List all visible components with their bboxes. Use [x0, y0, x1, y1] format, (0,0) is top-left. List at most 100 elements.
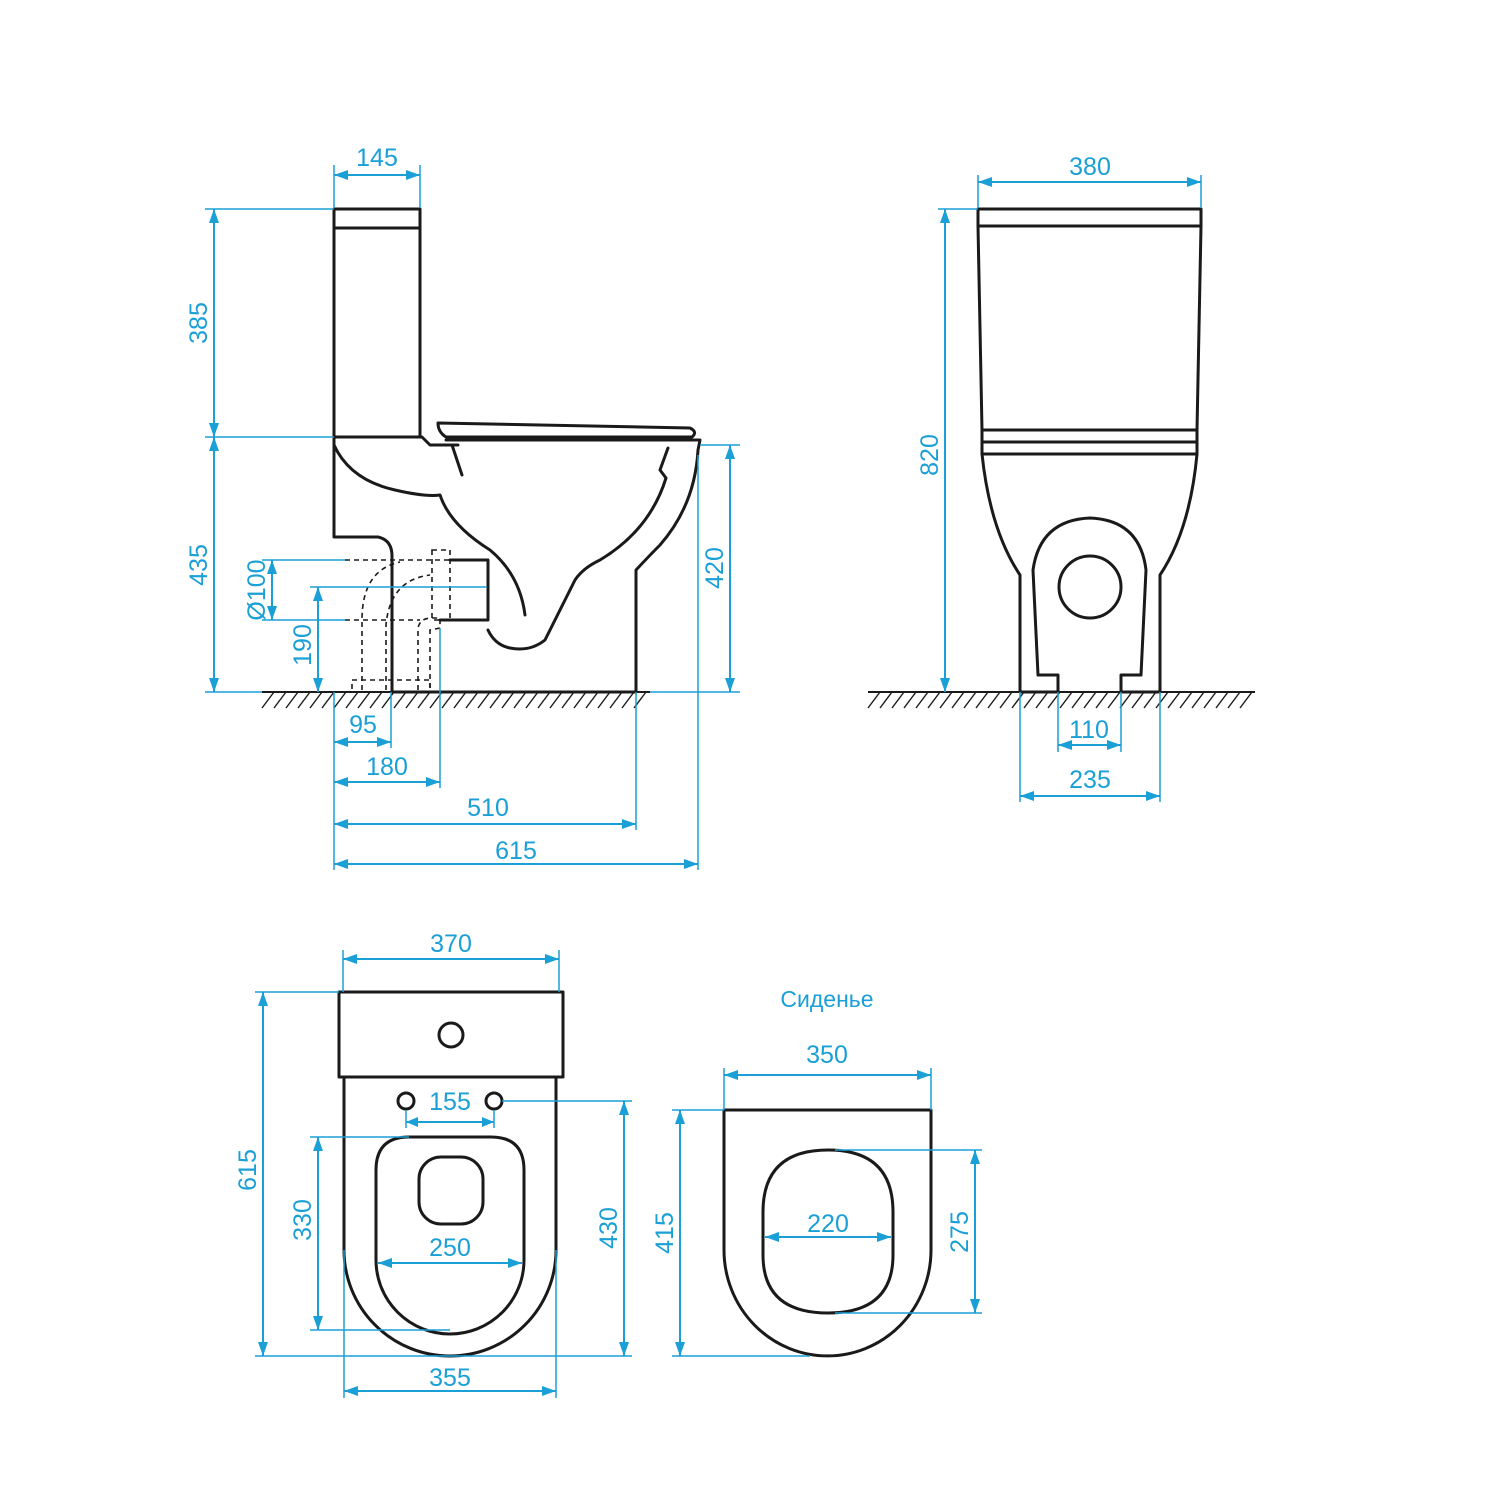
- dim-label: 190: [289, 624, 317, 666]
- dim-bowl-height: 435: [185, 437, 262, 693]
- dim-front-foot-gap: 110: [1057, 692, 1122, 752]
- dim-label: 180: [366, 753, 408, 781]
- hidden-line: [385, 574, 431, 690]
- hatch-line: [1059, 691, 1073, 709]
- bowl-trapway: [486, 446, 670, 651]
- dim-label: 95: [349, 711, 377, 739]
- hatch-line: [441, 691, 455, 709]
- hidden-line: [361, 561, 401, 690]
- dim-label: 235: [1069, 766, 1111, 794]
- hatch-line: [597, 691, 611, 709]
- dim-seat-inner-width: 220: [765, 1210, 891, 1242]
- hatch-line: [309, 691, 323, 709]
- dim-label: 615: [234, 1149, 262, 1191]
- dim-outlet-offset-near: 95: [333, 692, 392, 870]
- hatch-line: [1071, 691, 1085, 709]
- dim-label: 420: [701, 547, 729, 589]
- hatch-line: [513, 691, 527, 709]
- hatch-line: [549, 691, 563, 709]
- front-seat-edge: [980, 428, 1199, 444]
- hatch-line: [939, 691, 953, 709]
- dim-top-total-depth: 615: [234, 991, 450, 1357]
- seat-hole-left: [396, 1091, 416, 1111]
- hatch-line: [927, 691, 941, 709]
- hatch-line: [609, 691, 623, 709]
- dim-label: 435: [185, 544, 213, 586]
- hatch-line: [879, 691, 893, 709]
- tank-base: [332, 435, 460, 447]
- dim-label: 820: [916, 434, 944, 476]
- hatch-line: [891, 691, 905, 709]
- dim-bowl-opening-length: 330: [289, 1136, 450, 1331]
- hatch-line: [573, 691, 587, 709]
- dim-label: 370: [430, 930, 472, 958]
- dim-outlet-offset-far: 180: [334, 628, 441, 788]
- bowl-inner-curve: [332, 443, 527, 617]
- hatch-line: [1167, 691, 1181, 709]
- dim-tank-depth: 145: [333, 144, 421, 208]
- hatch-line: [1215, 691, 1229, 709]
- hatch-line: [489, 691, 503, 709]
- hatch-line: [1107, 691, 1121, 709]
- front-tank-body: [976, 224, 1203, 432]
- hatch-line: [381, 691, 395, 709]
- dim-label: Ø100: [243, 559, 271, 620]
- dim-label: 155: [429, 1088, 471, 1116]
- hatch-line: [405, 691, 419, 709]
- hatch-line: [345, 691, 359, 709]
- dim-seat-length: 415: [651, 1109, 810, 1357]
- hatch-line: [1131, 691, 1145, 709]
- tank-lid: [332, 207, 422, 230]
- dim-label: 110: [1069, 716, 1109, 744]
- hatch-line: [867, 691, 881, 709]
- hatch-line: [999, 691, 1013, 709]
- hidden-line: [431, 549, 451, 621]
- hatch-line: [285, 691, 299, 709]
- top-view: 370 615 155 330: [234, 930, 632, 1398]
- dim-outlet-diameter: Ø100: [243, 559, 345, 621]
- hatch-line: [477, 691, 491, 709]
- bowl-outer-shell: [332, 435, 702, 694]
- hatch-line: [951, 691, 965, 709]
- hatch-line: [621, 691, 635, 709]
- dim-label: 220: [807, 1210, 849, 1238]
- floor-hatching: [261, 691, 647, 709]
- dim-label: 145: [356, 144, 398, 172]
- side-tank: [332, 207, 460, 447]
- dim-base-length: 510: [334, 692, 637, 830]
- hatch-line: [1035, 691, 1049, 709]
- hatch-line: [357, 691, 371, 709]
- flush-button: [437, 1021, 465, 1049]
- hidden-line: [417, 617, 441, 690]
- dim-label: 350: [806, 1041, 848, 1069]
- seat-outline: [722, 1108, 933, 1358]
- front-rim: [980, 440, 1199, 456]
- dim-label: 355: [429, 1364, 471, 1392]
- dim-seat-hole-spacing: 155: [405, 1088, 495, 1128]
- hatch-line: [501, 691, 515, 709]
- bowl-rim-lip: [450, 443, 464, 477]
- hatch-line: [1023, 691, 1037, 709]
- dim-front-width: 380: [977, 153, 1202, 208]
- hatch-line: [1011, 691, 1025, 709]
- dim-label: 385: [185, 302, 213, 344]
- dim-label: 615: [495, 837, 537, 865]
- front-tank-lid: [976, 207, 1203, 228]
- hatch-line: [393, 691, 407, 709]
- hatch-line: [915, 691, 929, 709]
- dim-label: 380: [1069, 153, 1111, 181]
- front-bowl-body: [980, 452, 1199, 694]
- dim-bowl-depth: 430: [450, 1100, 632, 1357]
- water-outlet: [417, 1155, 485, 1226]
- floor-hatching: [867, 691, 1253, 709]
- hatch-line: [273, 691, 287, 709]
- hatch-line: [1083, 691, 1097, 709]
- seat-view: Сиденье 350 415 220: [651, 986, 982, 1358]
- seat-hole-right: [484, 1091, 504, 1111]
- hatch-line: [465, 691, 479, 709]
- side-seat: [436, 421, 697, 439]
- dim-seat-inner-length: 275: [835, 1149, 982, 1314]
- front-outlet-circle: [1057, 554, 1123, 620]
- hatch-line: [963, 691, 977, 709]
- top-tank: [337, 990, 565, 1079]
